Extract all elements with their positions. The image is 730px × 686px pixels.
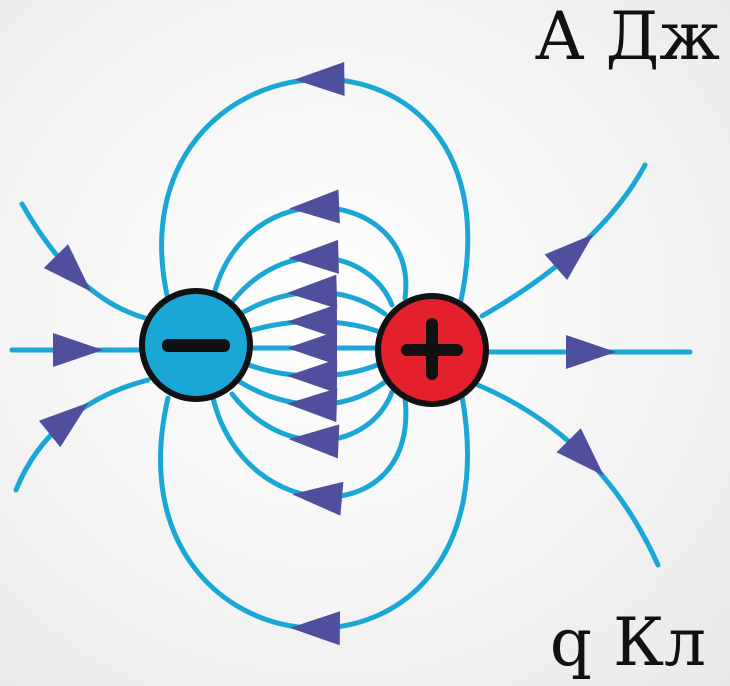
field-line bbox=[479, 162, 648, 319]
arrowhead-icon bbox=[286, 388, 338, 423]
arrowhead-icon bbox=[38, 402, 89, 448]
minus-sign-icon bbox=[162, 339, 230, 352]
energy-unit-label: А Дж bbox=[534, 0, 720, 75]
arrowhead-icon bbox=[288, 424, 340, 459]
charge-unit-label: q Кл bbox=[549, 604, 706, 681]
arrowhead-icon bbox=[556, 428, 604, 476]
field-line bbox=[158, 393, 470, 631]
plus-sign-vertical-icon bbox=[426, 318, 438, 380]
arrowhead-icon bbox=[288, 239, 339, 274]
arrowhead-icon bbox=[289, 611, 341, 646]
field-line bbox=[159, 76, 471, 308]
arrowhead-icon bbox=[294, 62, 345, 97]
arrowhead-icon bbox=[53, 333, 103, 367]
field-line bbox=[13, 377, 151, 493]
arrowhead-icon bbox=[287, 331, 337, 365]
field-line bbox=[19, 201, 148, 321]
arrowhead-icon bbox=[287, 304, 338, 339]
arrowhead-icon bbox=[289, 189, 340, 224]
arrowhead-icon bbox=[43, 244, 92, 292]
arrowhead-icon bbox=[292, 481, 344, 516]
negative-charge bbox=[139, 288, 253, 402]
arrowhead-icon bbox=[544, 234, 594, 281]
field-direction-arrows bbox=[38, 62, 616, 646]
arrowhead-icon bbox=[286, 274, 338, 309]
field-line bbox=[475, 382, 661, 568]
positive-charge bbox=[375, 293, 489, 407]
arrowhead-icon bbox=[566, 335, 616, 369]
arrowhead-icon bbox=[287, 359, 338, 394]
